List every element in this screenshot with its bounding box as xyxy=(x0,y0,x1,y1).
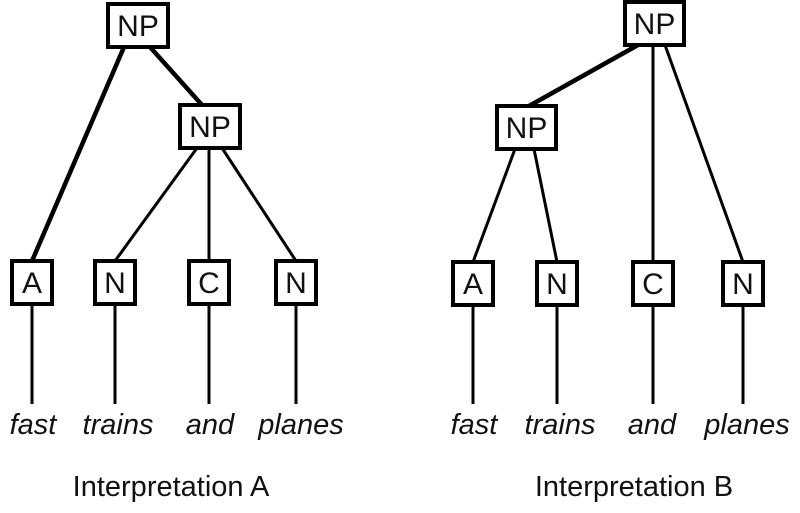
node-box-a-pos-n1 xyxy=(93,259,137,306)
node-a-pos-n1: N xyxy=(93,259,137,306)
node-label-a-pos-c: C xyxy=(198,267,220,300)
node-b-pos-n1: N xyxy=(535,260,579,307)
tree-edge-a-np-root-to-a-pos-a xyxy=(29,46,127,262)
node-box-a-np-sub xyxy=(178,103,242,150)
word-b-word-fast: fast xyxy=(451,409,500,441)
node-a-pos-c: C xyxy=(187,259,231,306)
node-a-pos-n2: N xyxy=(274,259,318,306)
word-a-word-planes: planes xyxy=(257,409,343,441)
node-label-a-pos-n1: N xyxy=(104,267,126,300)
tree-edge-a-np-root-to-a-np-sub xyxy=(148,45,204,107)
tree-edge-b-np-sub-to-b-pos-a xyxy=(471,148,517,263)
node-label-b-pos-n2: N xyxy=(732,268,754,301)
node-label-b-pos-a: A xyxy=(463,268,483,301)
node-box-a-np-root xyxy=(106,2,170,49)
node-a-np-sub: NP xyxy=(178,103,242,150)
node-box-a-pos-n2 xyxy=(274,259,318,306)
word-a-word-trains: trains xyxy=(83,409,154,441)
node-label-a-np-sub: NP xyxy=(189,111,231,144)
caption-interpretation-a: Interpretation A xyxy=(73,471,270,503)
word-a-word-fast: fast xyxy=(10,409,59,441)
node-label-b-pos-c: C xyxy=(642,268,664,301)
word-a-word-and: and xyxy=(186,409,235,441)
node-box-a-pos-a xyxy=(10,259,54,306)
node-b-np-sub: NP xyxy=(495,104,558,151)
tree-edge-a-np-sub-to-a-pos-n1 xyxy=(113,147,199,262)
tree-edge-b-np-sub-to-b-pos-n1 xyxy=(532,148,559,263)
node-b-pos-c: C xyxy=(631,260,675,307)
node-box-b-pos-a xyxy=(451,260,495,307)
node-label-b-pos-n1: N xyxy=(546,268,568,301)
node-label-b-np-root: NP xyxy=(634,8,676,41)
tree-edge-a-np-sub-to-a-pos-n2 xyxy=(220,147,298,262)
node-box-b-np-root xyxy=(623,0,686,47)
tree-edge-b-np-root-to-b-pos-n2 xyxy=(663,44,745,263)
node-box-b-np-sub xyxy=(495,104,558,151)
node-box-b-pos-n2 xyxy=(721,260,765,307)
node-box-b-pos-c xyxy=(631,260,675,307)
caption-interpretation-b: Interpretation B xyxy=(535,471,733,503)
node-box-b-pos-n1 xyxy=(535,260,579,307)
word-b-word-trains: trains xyxy=(525,409,596,441)
node-label-a-pos-a: A xyxy=(22,267,42,300)
node-box-a-pos-c xyxy=(187,259,231,306)
tree-edge-b-np-root-to-b-np-sub xyxy=(527,43,640,108)
node-label-a-np-root: NP xyxy=(117,10,159,43)
node-label-b-np-sub: NP xyxy=(506,112,548,145)
node-a-np-root: NP xyxy=(106,2,170,49)
node-a-pos-a: A xyxy=(10,259,54,306)
node-label-a-pos-n2: N xyxy=(285,267,307,300)
node-b-pos-a: A xyxy=(451,260,495,307)
word-b-word-planes: planes xyxy=(703,409,789,441)
node-b-pos-n2: N xyxy=(721,260,765,307)
node-b-np-root: NP xyxy=(623,0,686,47)
word-b-word-and: and xyxy=(628,409,677,441)
